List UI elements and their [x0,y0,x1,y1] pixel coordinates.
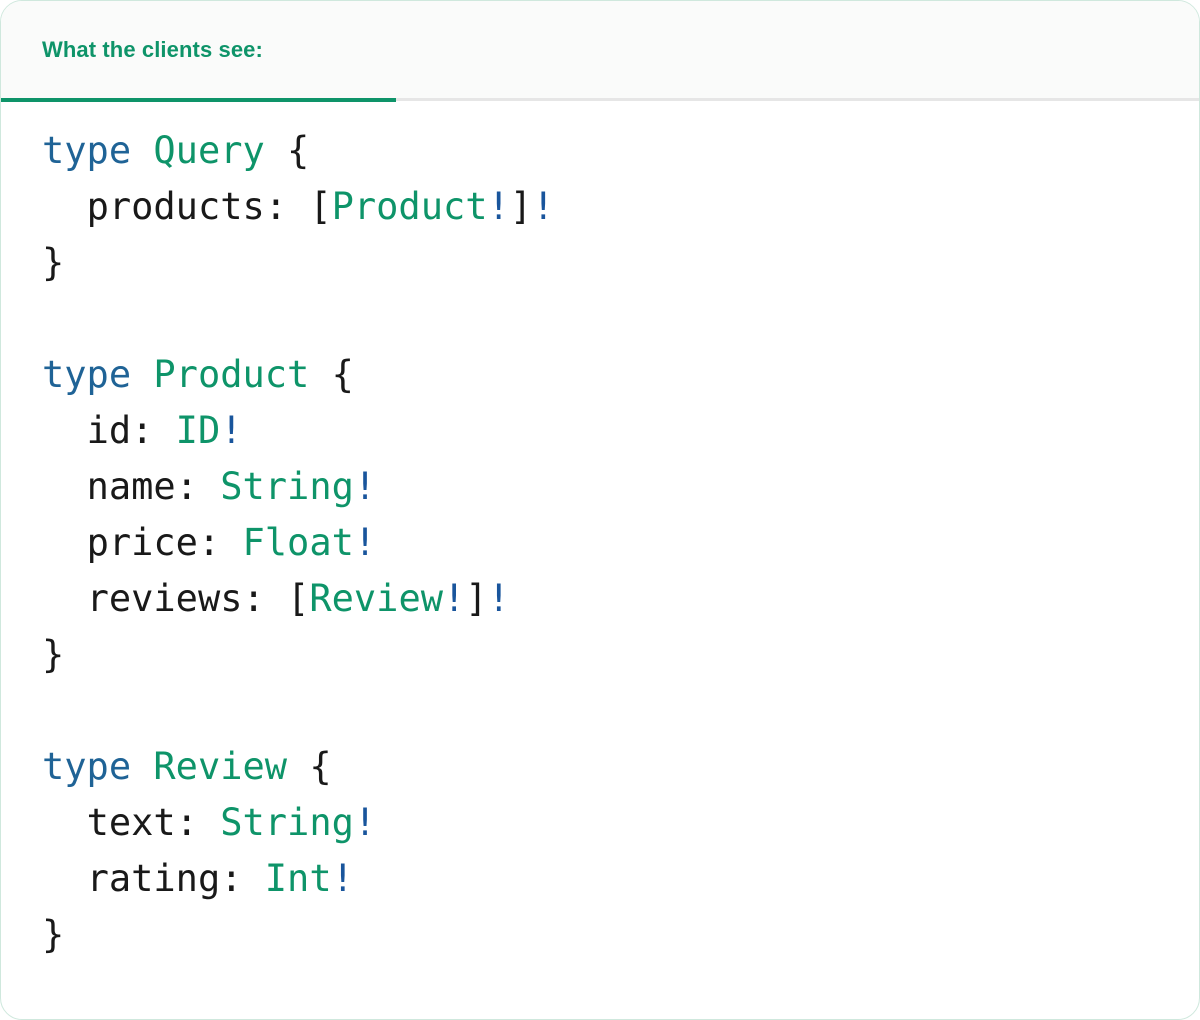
code-token-punc [42,465,87,508]
code-token-punc [131,129,153,172]
code-token-punc [42,409,87,452]
code-token-type: String [220,465,354,508]
code-token-punc [198,465,220,508]
code-token-type: String [220,801,354,844]
code-token-field: reviews: [86,577,265,620]
code-line: } [42,235,1199,291]
code-token-punc: } [42,913,65,956]
code-token-punc [42,185,87,228]
code-token-type: Int [264,857,332,900]
code-token-punc [220,521,242,564]
code-token-bang: ! [353,521,377,564]
code-line: products: [Product!]! [42,179,1199,235]
code-token-field: rating: [86,857,243,900]
code-token-punc [42,801,87,844]
code-line: } [42,907,1199,963]
code-token-type: Product [331,185,488,228]
tabstrip-rule [1,98,1199,101]
code-token-bang: ! [487,185,510,228]
code-token-bang: ! [532,185,555,228]
code-token-type: ID [175,409,221,452]
code-token-bang: ! [487,577,510,620]
code-body: type Query { products: [Product!]! } typ… [1,98,1199,963]
code-token-punc: { [287,745,332,788]
code-token-punc [42,521,87,564]
code-token-punc [131,353,153,396]
code-token-punc [131,745,153,788]
code-line: type Product { [42,347,1199,403]
code-token-type: Review [153,745,288,788]
code-token-punc: { [264,129,310,172]
code-line [42,291,1199,347]
code-token-punc [42,577,87,620]
code-token-bang: ! [220,409,243,452]
code-token-type: Float [242,521,354,564]
code-token-field: price: [86,521,221,564]
code-token-kw: type [42,745,132,788]
code-line: text: String! [42,795,1199,851]
code-line: reviews: [Review!]! [42,571,1199,627]
code-token-punc: ] [509,185,533,228]
code-token-punc [153,409,175,452]
code-token-kw: type [42,353,132,396]
panel-header: What the clients see: [1,1,1199,98]
code-token-type: Review [309,577,443,620]
graphql-schema-code[interactable]: type Query { products: [Product!]! } typ… [42,123,1199,963]
code-token-field: name: [86,465,198,508]
code-token-punc: { [309,353,354,396]
code-token-bang: ! [353,465,377,508]
code-token-punc [243,857,265,900]
code-token-punc: [ [264,577,310,620]
code-token-type: Product [153,353,310,396]
code-line: rating: Int! [42,851,1199,907]
code-line: price: Float! [42,515,1199,571]
code-token-field: products: [86,185,288,228]
code-line: name: String! [42,459,1199,515]
code-token-punc [42,857,87,900]
tab-active-indicator [1,98,396,102]
code-line: type Query { [42,123,1199,179]
code-token-punc: } [42,241,65,284]
code-token-punc: [ [287,185,332,228]
code-token-punc [198,801,220,844]
code-line [42,683,1199,739]
code-line: id: ID! [42,403,1199,459]
code-token-type: Query [153,129,265,172]
code-token-bang: ! [353,801,377,844]
code-token-kw: type [42,129,132,172]
code-line: type Review { [42,739,1199,795]
code-token-field: id: [86,409,154,452]
code-token-punc: } [42,633,65,676]
code-token-field: text: [86,801,198,844]
code-token-bang: ! [331,857,354,900]
code-line: } [42,627,1199,683]
code-token-bang: ! [443,577,466,620]
code-token-punc: ] [465,577,488,620]
panel-title: What the clients see: [42,36,263,62]
